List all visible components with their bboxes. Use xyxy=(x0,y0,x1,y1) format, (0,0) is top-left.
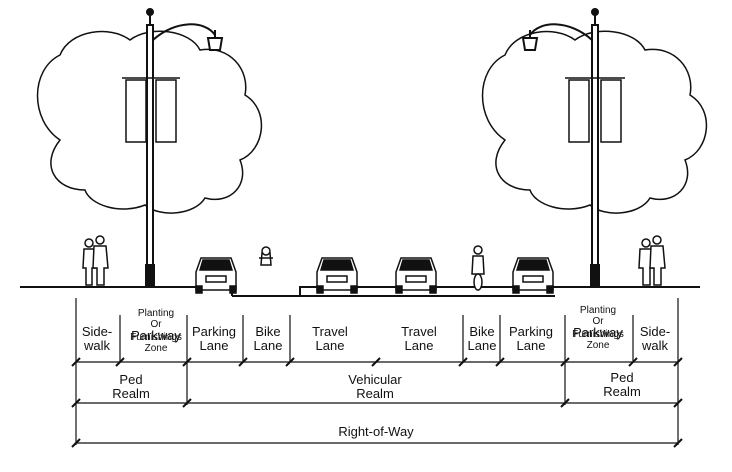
dimension-tick xyxy=(495,357,505,367)
dimension-tick xyxy=(115,357,125,367)
dimension-tick xyxy=(673,438,683,448)
dimension-tick xyxy=(182,357,192,367)
pedestrian-icon xyxy=(82,235,109,286)
dimension-tick xyxy=(628,357,638,367)
dimension-tick xyxy=(182,398,192,408)
dimension-tick xyxy=(238,357,248,367)
car-icon xyxy=(512,257,554,294)
cyclist-icon xyxy=(471,245,485,291)
car-icon xyxy=(195,257,237,294)
dimension-tick xyxy=(560,398,570,408)
zone-label-sidewalk-left: Side-walk xyxy=(81,324,113,353)
zone-label-planting-right: Planting Or Parkway Furnishings Zone xyxy=(572,305,624,351)
banner-icon xyxy=(565,77,625,143)
dimension-tick xyxy=(371,357,381,367)
dimension-tick xyxy=(285,357,295,367)
dimension-tick xyxy=(673,398,683,408)
zone-label-planting-left: Planting Or Parkway Furnishings Zone xyxy=(130,308,182,354)
banner-icon xyxy=(122,77,180,143)
dimension-tick xyxy=(71,438,81,448)
right-of-way-label: Right-of-Way xyxy=(338,424,414,439)
dimension-tick xyxy=(560,357,570,367)
dimension-tick xyxy=(71,398,81,408)
pedestrian-icon xyxy=(638,235,666,286)
zone-label-sidewalk-right: Side-walk xyxy=(639,324,671,353)
street-lamp-icon xyxy=(145,8,224,286)
street-lamp-icon xyxy=(521,8,600,286)
dimension-tick xyxy=(673,357,683,367)
car-icon xyxy=(316,257,358,294)
dimension-tick xyxy=(458,357,468,367)
fire-hydrant-icon xyxy=(259,246,273,266)
dimension-tick xyxy=(71,357,81,367)
car-icon xyxy=(395,257,437,294)
